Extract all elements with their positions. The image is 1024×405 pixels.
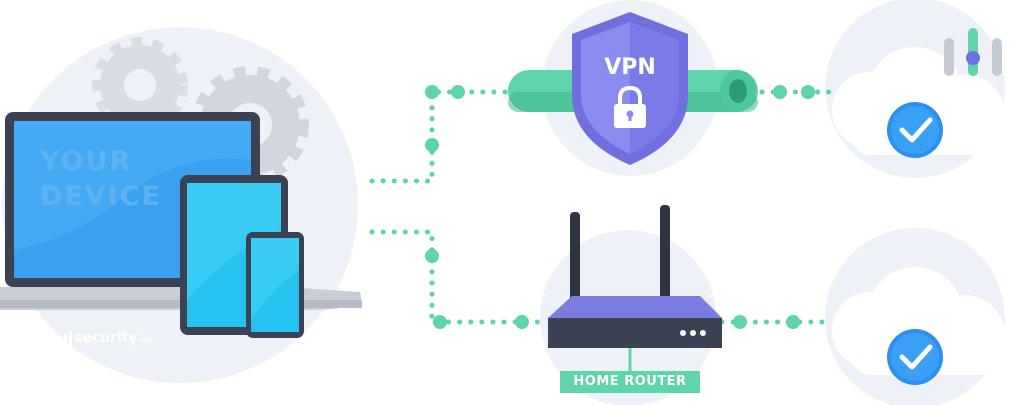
vpn-label: VPN — [604, 55, 656, 80]
check-circle-icon — [887, 329, 943, 385]
connection-nodes — [425, 85, 815, 329]
phone-illustration — [246, 232, 304, 338]
logo-icon — [944, 28, 1002, 76]
brand-suffix: .org — [137, 336, 152, 344]
bottom-connection-path — [369, 229, 835, 325]
device-label-line1: YOUR — [40, 146, 133, 177]
device-label-line2: DEVICE — [40, 181, 163, 212]
router-label: HOME ROUTER — [560, 371, 700, 393]
brand-watermark: security.org — [74, 330, 151, 346]
check-circle-icon — [887, 102, 943, 158]
brand-logo-icon — [64, 331, 72, 349]
brand-name: security — [74, 330, 138, 346]
router-illustration — [548, 205, 722, 371]
lock-icon — [614, 85, 646, 128]
